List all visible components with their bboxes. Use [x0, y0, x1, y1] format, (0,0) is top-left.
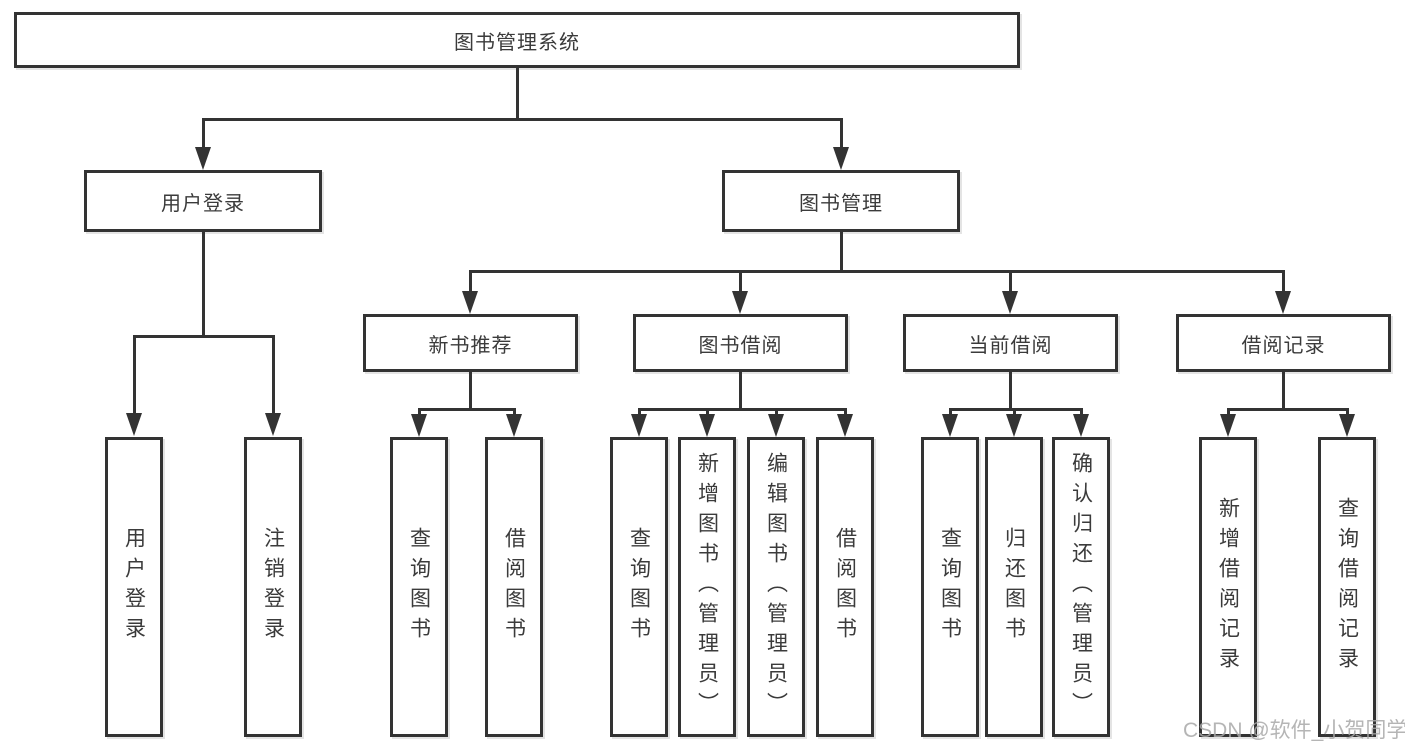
node-book-management-label: 图书管理 [799, 192, 883, 215]
arrow-down-icon [833, 147, 849, 170]
leaf-query-books-current-label: 查询图书 [938, 527, 962, 647]
edge-vline [706, 411, 709, 416]
arrow-down-icon [265, 413, 281, 436]
edge-hline [638, 408, 847, 411]
leaf-return-book-label: 归还图书 [1002, 527, 1026, 647]
node-root-label: 图书管理系统 [454, 31, 580, 54]
arrow-down-icon [1275, 291, 1291, 314]
leaf-borrow-books-recommend-label: 借阅图书 [502, 527, 526, 647]
edge-vline [1346, 411, 1349, 416]
arrow-down-icon [837, 414, 853, 437]
edge-hline [133, 335, 275, 338]
leaf-borrow-books-borrowing: 借阅图书 [816, 437, 874, 737]
leaf-return-book: 归还图书 [985, 437, 1043, 737]
leaf-add-borrow-record: 新增借阅记录 [1199, 437, 1257, 737]
arrow-down-icon [462, 291, 478, 314]
edge-vline [739, 273, 742, 292]
edge-vline [469, 372, 472, 408]
edge-hline [202, 118, 843, 121]
leaf-borrow-books-borrowing-label: 借阅图书 [833, 527, 857, 647]
leaf-add-book-admin-label: 新增图书（管理员） [695, 452, 719, 722]
edge-vline [1282, 372, 1285, 408]
edge-vline [516, 68, 519, 118]
leaf-query-books-borrowing-label: 查询图书 [627, 527, 651, 647]
edge-vline [739, 372, 742, 408]
node-borrowing-records-label: 借阅记录 [1241, 334, 1326, 357]
csdn-watermark: CSDN @软件_小贺同学 [1183, 719, 1405, 742]
leaf-query-borrow-record-label: 查询借阅记录 [1335, 497, 1359, 677]
edge-vline [1282, 273, 1285, 292]
edge-vline [202, 232, 205, 335]
edge-hline [949, 408, 1083, 411]
arrow-down-icon [1220, 414, 1236, 437]
arrow-down-icon [732, 291, 748, 314]
edge-vline [949, 411, 952, 416]
node-book-borrowing: 图书借阅 [633, 314, 848, 372]
node-book-management: 图书管理 [722, 170, 960, 232]
edge-vline [1080, 411, 1083, 416]
leaf-logout-label: 注销登录 [261, 527, 285, 647]
edge-vline [202, 121, 205, 148]
leaf-confirm-return-admin: 确认归还（管理员） [1052, 437, 1110, 737]
node-root: 图书管理系统 [14, 12, 1020, 68]
edge-vline [469, 273, 472, 292]
edge-vline [638, 411, 641, 416]
edge-vline [418, 411, 421, 416]
node-new-book-recommend: 新书推荐 [363, 314, 578, 372]
edge-vline [1227, 411, 1230, 416]
arrow-down-icon [126, 413, 142, 436]
leaf-query-books-recommend-label: 查询图书 [407, 527, 431, 647]
leaf-edit-book-admin-label: 编辑图书（管理员） [764, 452, 788, 722]
arrow-down-icon [411, 414, 427, 437]
edge-vline [1009, 372, 1012, 408]
edge-vline [133, 338, 136, 413]
leaf-user-login: 用户登录 [105, 437, 163, 737]
edge-vline [1009, 273, 1012, 292]
edge-vline [513, 411, 516, 416]
edge-vline [1013, 411, 1016, 416]
edge-vline [844, 411, 847, 416]
arrow-down-icon [631, 414, 647, 437]
edge-hline [418, 408, 516, 411]
edge-vline [775, 411, 778, 416]
node-user-login: 用户登录 [84, 170, 322, 232]
arrow-down-icon [195, 147, 211, 170]
arrow-down-icon [942, 414, 958, 437]
arrow-down-icon [506, 414, 522, 437]
leaf-query-borrow-record: 查询借阅记录 [1318, 437, 1376, 737]
edge-vline [272, 338, 275, 413]
arrow-down-icon [768, 414, 784, 437]
node-user-login-label: 用户登录 [161, 192, 245, 215]
leaf-add-borrow-record-label: 新增借阅记录 [1216, 497, 1240, 677]
edge-hline [469, 270, 1285, 273]
node-borrowing-records: 借阅记录 [1176, 314, 1391, 372]
edge-hline [1227, 408, 1349, 411]
arrow-down-icon [1002, 291, 1018, 314]
arrow-down-icon [1339, 414, 1355, 437]
arrow-down-icon [1073, 414, 1089, 437]
leaf-edit-book-admin: 编辑图书（管理员） [747, 437, 805, 737]
leaf-borrow-books-recommend: 借阅图书 [485, 437, 543, 737]
edge-vline [840, 121, 843, 148]
leaf-query-books-current: 查询图书 [921, 437, 979, 737]
leaf-query-books-borrowing: 查询图书 [610, 437, 668, 737]
arrow-down-icon [699, 414, 715, 437]
leaf-add-book-admin: 新增图书（管理员） [678, 437, 736, 737]
leaf-query-books-recommend: 查询图书 [390, 437, 448, 737]
node-book-borrowing-label: 图书借阅 [698, 334, 783, 357]
edge-vline [840, 232, 843, 270]
leaf-logout: 注销登录 [244, 437, 302, 737]
node-current-borrowing: 当前借阅 [903, 314, 1118, 372]
leaf-user-login-label: 用户登录 [122, 527, 146, 647]
node-current-borrowing-label: 当前借阅 [968, 334, 1053, 357]
arrow-down-icon [1006, 414, 1022, 437]
leaf-confirm-return-admin-label: 确认归还（管理员） [1069, 452, 1093, 722]
node-new-book-recommend-label: 新书推荐 [428, 334, 513, 357]
